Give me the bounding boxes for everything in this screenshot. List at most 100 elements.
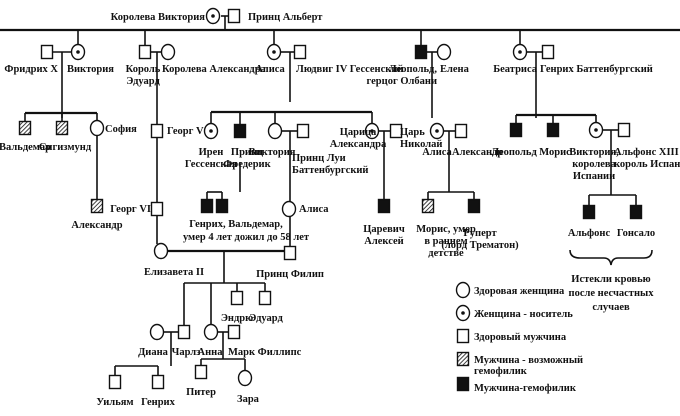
person-label: Виктория, xyxy=(569,147,619,158)
person-harry-healthy-male-icon xyxy=(151,374,165,390)
person-label: Алексей xyxy=(364,236,403,247)
person-label: Сигизмунд xyxy=(39,142,92,153)
person-sigismund-possible-hemophiliac-male-icon xyxy=(55,120,69,136)
person-label: Вальдемар xyxy=(0,142,51,153)
person-label: Ирен xyxy=(199,147,224,158)
person-label: Фридрих X xyxy=(4,64,58,75)
person-william-healthy-male-icon xyxy=(108,374,122,390)
person-waldemar-56-hemophiliac-male-icon xyxy=(215,198,229,214)
person-alice-a-carrier-female-icon xyxy=(429,122,445,140)
person-maurice-a-possible-hemophiliac-male-icon xyxy=(421,198,435,214)
person-label: Елизавета II xyxy=(144,267,204,278)
person-label: Генрих xyxy=(141,397,175,408)
annotation-label: умер 4 лет дожил до 58 лет xyxy=(183,232,310,243)
person-elena-healthy-female-icon xyxy=(436,43,452,61)
person-alexei-hemophiliac-male-icon xyxy=(377,198,391,214)
person-albert-healthy-male-icon xyxy=(227,8,241,24)
pedigree-connectors xyxy=(0,15,680,376)
person-edward-healthy-male-icon xyxy=(138,44,152,60)
legend-label: Мужчина - возможный xyxy=(474,355,583,366)
person-label: Король xyxy=(126,64,161,75)
person-leopold-b-hemophiliac-male-icon xyxy=(509,122,523,138)
legend-healthy-female-icon xyxy=(455,281,471,299)
person-victoria-q-carrier-female-icon xyxy=(205,7,221,25)
person-label: Марк Филлипс xyxy=(228,347,302,358)
person-alexandra-q-healthy-female-icon xyxy=(160,43,176,61)
person-philip-healthy-male-icon xyxy=(283,245,297,261)
person-label: Принц Филип xyxy=(256,269,324,280)
person-peter-healthy-male-icon xyxy=(194,364,208,380)
person-label: королева xyxy=(572,159,616,170)
person-label: Эндрю xyxy=(221,313,253,324)
person-label: Гессенская xyxy=(185,159,238,170)
legend-hemophiliac-male-icon xyxy=(456,376,470,392)
person-alfonso-hemophiliac-male-icon xyxy=(582,204,596,220)
person-henry-b-healthy-male-icon xyxy=(541,44,555,60)
person-label: Королева Александра xyxy=(162,64,267,75)
person-label: Леопольд xyxy=(491,147,537,158)
person-label: Альфонс xyxy=(568,228,611,239)
person-label: Алиса xyxy=(299,204,329,215)
person-label: Георг V xyxy=(167,126,204,137)
person-victoria-e-carrier-female-icon xyxy=(588,121,604,139)
annotation-label: Генрих, Вальдемар, xyxy=(189,219,283,230)
person-label: Александра xyxy=(330,139,387,150)
person-label: Генрих Баттенбургский xyxy=(540,64,653,75)
person-gonzalo-hemophiliac-male-icon xyxy=(629,204,643,220)
person-irene-carrier-female-icon xyxy=(203,122,219,140)
person-edward-p-healthy-male-icon xyxy=(258,290,272,306)
person-henry-4-hemophiliac-male-icon xyxy=(200,198,214,214)
person-label: Беатриса xyxy=(493,64,538,75)
person-label: Королева Виктория xyxy=(111,12,206,23)
person-ludwig-healthy-male-icon xyxy=(293,44,307,60)
person-label: Руперт xyxy=(463,228,497,239)
person-alice-carrier-female-icon xyxy=(266,43,282,61)
person-label: София xyxy=(105,124,137,135)
person-label: в раннем xyxy=(424,236,467,247)
person-elizabeth-healthy-female-icon xyxy=(153,242,169,260)
person-label: Леопольд, xyxy=(389,64,438,75)
legend-carrier-female-icon xyxy=(455,304,471,322)
person-zara-healthy-female-icon xyxy=(237,369,253,387)
person-label: Царица xyxy=(340,127,377,138)
person-frederick-hemophiliac-male-icon xyxy=(233,123,247,139)
person-label: Георг VI xyxy=(110,204,151,215)
person-label: Виктория xyxy=(67,64,114,75)
person-beatrice-carrier-female-icon xyxy=(512,43,528,61)
person-victoria-h-healthy-female-icon xyxy=(267,122,283,140)
person-label: король Испании xyxy=(614,159,680,170)
legend-possible-hemophiliac-male-icon xyxy=(456,351,470,367)
person-victoria-d-carrier-female-icon xyxy=(70,43,86,61)
person-label: Альфонс XIII , xyxy=(614,147,680,158)
person-label: Людвиг IV Гессенский xyxy=(296,64,403,75)
person-label: Александр xyxy=(452,147,503,158)
person-label: Питер xyxy=(186,387,216,398)
person-label: Морис xyxy=(539,147,571,158)
person-label: Анна xyxy=(198,347,224,358)
person-alice-b-healthy-female-icon xyxy=(281,200,297,218)
person-maurice-b-hemophiliac-male-icon xyxy=(546,122,560,138)
person-label: Испании xyxy=(573,171,615,182)
person-sophia-healthy-female-icon xyxy=(89,119,105,137)
person-label: Гонсало xyxy=(617,228,655,239)
legend-label: Здоровый мужчина xyxy=(474,332,567,343)
person-diana-healthy-female-icon xyxy=(149,323,165,341)
person-george6-healthy-male-icon xyxy=(150,201,164,217)
person-label: Зара xyxy=(237,394,260,405)
person-nicholas-healthy-male-icon xyxy=(389,123,403,139)
person-label: Елена xyxy=(440,64,470,75)
person-alfonso13-healthy-male-icon xyxy=(617,122,631,138)
person-rupert-hemophiliac-male-icon xyxy=(467,198,481,214)
person-label: (лорд Трематон) xyxy=(441,240,519,251)
person-label: Баттенбургский xyxy=(292,165,368,176)
person-charles-healthy-male-icon xyxy=(177,324,191,340)
person-leopold-a-hemophiliac-male-icon xyxy=(414,44,428,60)
person-alexander-a-healthy-male-icon xyxy=(454,123,468,139)
note-line: Истекли кровью xyxy=(571,274,650,285)
person-friedrich-healthy-male-icon xyxy=(40,44,54,60)
person-label: Царь xyxy=(400,127,425,138)
person-label: Морис, умер xyxy=(416,224,476,235)
person-george5-healthy-male-icon xyxy=(150,123,164,139)
